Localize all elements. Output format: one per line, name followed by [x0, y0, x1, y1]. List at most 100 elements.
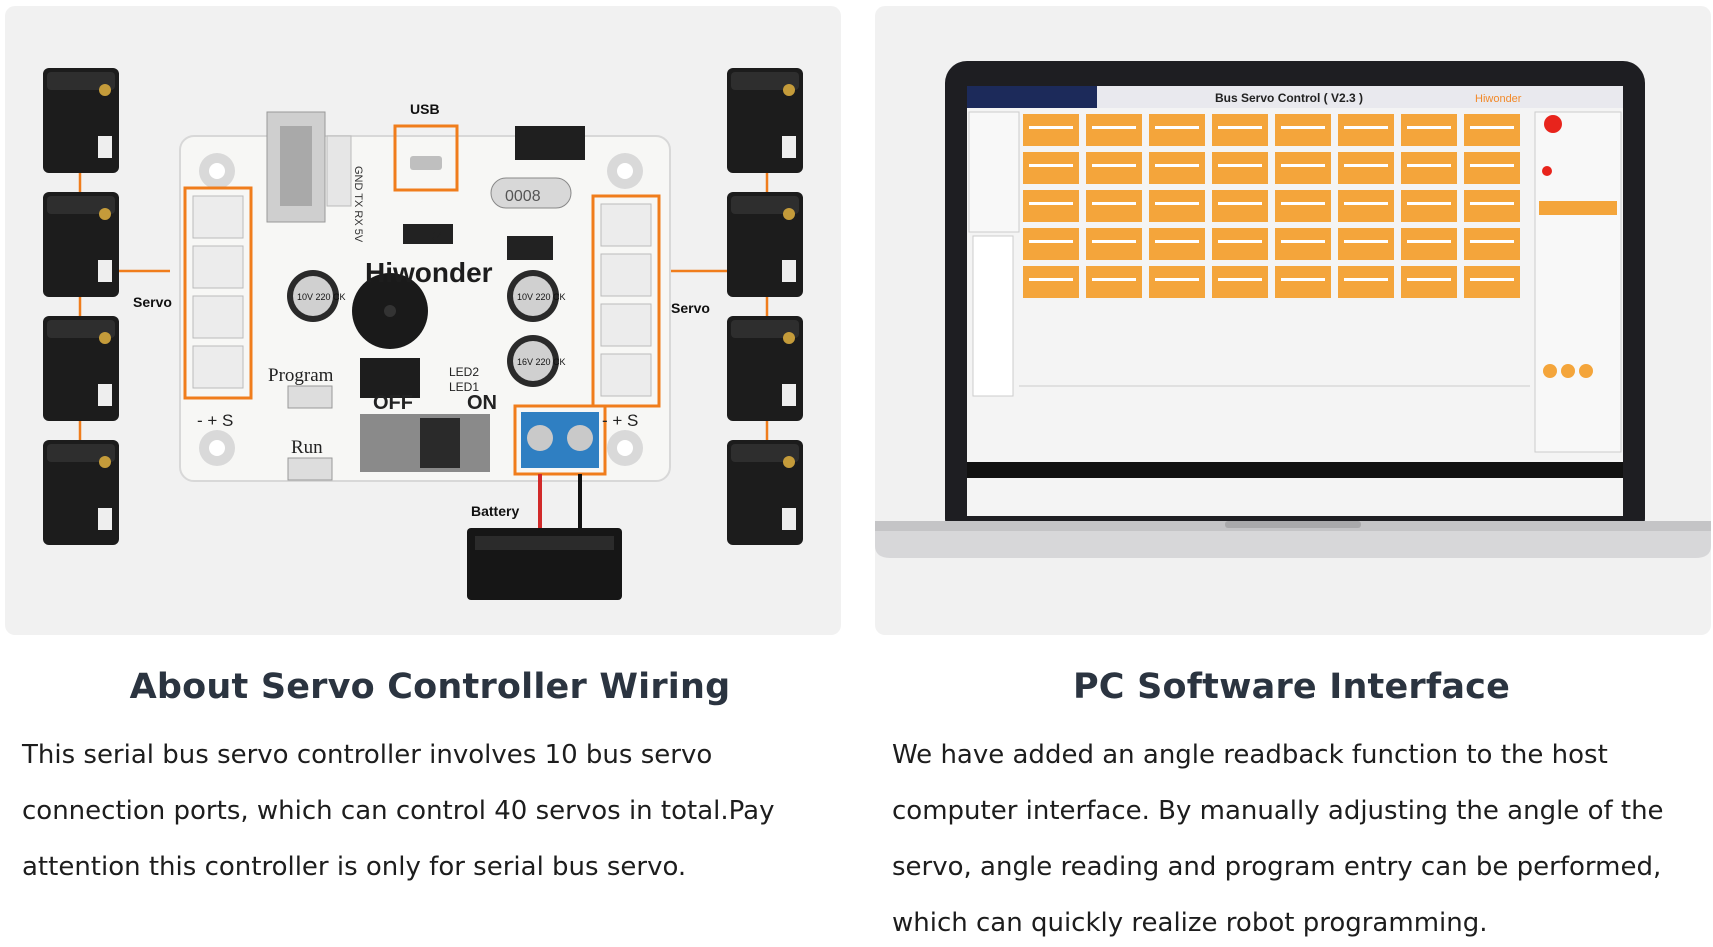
servo-cell [1212, 152, 1268, 184]
servo-cell [1023, 114, 1079, 146]
left-servo-stack [43, 68, 119, 545]
servo-cell [1338, 114, 1394, 146]
window-brand: Hiwonder [1475, 93, 1522, 105]
polarity-right: - + S [602, 411, 638, 430]
servo-cell-slider [1155, 202, 1199, 205]
servo-cell-slider [1407, 126, 1451, 129]
servo-cell [1149, 228, 1205, 260]
servo-cell-slider [1407, 278, 1451, 281]
led2-label: LED2 [449, 365, 479, 379]
servo-cell [1149, 190, 1205, 222]
servo-cell-slider [1344, 202, 1388, 205]
cap-1-label: 10V 220 CK [297, 292, 346, 302]
servo-cell [1023, 152, 1079, 184]
on-label: ON [467, 392, 497, 414]
cap-3-label: 16V 220 CK [517, 357, 566, 367]
servo-cell-slider [1281, 202, 1325, 205]
servo-cell-slider [1029, 240, 1073, 243]
software-description: We have added an angle readback function… [892, 740, 1664, 938]
servo-cell-slider [1092, 278, 1136, 281]
servo-cell [1275, 190, 1331, 222]
crystal-label: 0008 [505, 188, 541, 205]
servo-cell [1338, 152, 1394, 184]
servo-cell-slider [1470, 164, 1514, 167]
servo-cell-slider [1407, 240, 1451, 243]
servo-cell-slider [1029, 278, 1073, 281]
servo-cell-slider [1281, 126, 1325, 129]
servo-cell-slider [1470, 126, 1514, 129]
led1-label: LED1 [449, 380, 479, 394]
servo-cell [1401, 152, 1457, 184]
servo-cell [1338, 190, 1394, 222]
servo-cell-slider [1470, 278, 1514, 281]
servo-cell-slider [1029, 126, 1073, 129]
servo-cell-slider [1470, 240, 1514, 243]
servo-cell [1149, 114, 1205, 146]
servo-cell-slider [1281, 240, 1325, 243]
servo-cell-slider [1218, 126, 1262, 129]
servo-cell [1149, 152, 1205, 184]
pin-label: GND TX RX 5V [352, 166, 364, 243]
servo-cell [1401, 190, 1457, 222]
polarity-left: - + S [197, 411, 233, 430]
servo-cell [1464, 114, 1520, 146]
servo-cell [1149, 266, 1205, 298]
servo-cell [1023, 190, 1079, 222]
servo-cell [1086, 266, 1142, 298]
servo-cell-slider [1092, 202, 1136, 205]
servo-cell-slider [1155, 278, 1199, 281]
servo-cell [1464, 190, 1520, 222]
servo-cell [1464, 152, 1520, 184]
battery-label: Battery [471, 503, 519, 519]
servo-cell-slider [1218, 164, 1262, 167]
servo-cell [1086, 228, 1142, 260]
wiring-section: About Servo Controller Wiring This seria… [0, 655, 860, 895]
servo-cell [1275, 114, 1331, 146]
controller-board: Hiwonder 0008 GND TX RX 5V R4 Program Ru… [179, 111, 671, 482]
servo-cell [1212, 266, 1268, 298]
servo-cell [1023, 266, 1079, 298]
servo-cell [1464, 266, 1520, 298]
servo-cell-slider [1155, 164, 1199, 167]
servo-cell-slider [1344, 126, 1388, 129]
servo-cell [1401, 266, 1457, 298]
servo-wiring-image: Hiwonder 0008 GND TX RX 5V R4 Program Ru… [5, 6, 841, 635]
servo-cell-slider [1092, 164, 1136, 167]
servo-cell [1086, 152, 1142, 184]
servo-cell [1401, 228, 1457, 260]
servo-cell-slider [1218, 278, 1262, 281]
right-servo-stack [727, 68, 803, 545]
software-section: PC Software Interface We have added an a… [870, 655, 1713, 947]
pc-software-image: Bus Servo Control ( V2.3 ) Hiwonder [875, 6, 1711, 635]
servo-cell-slider [1092, 126, 1136, 129]
servo-cell-slider [1470, 202, 1514, 205]
servo-cell-slider [1407, 202, 1451, 205]
run-label: Run [291, 437, 323, 458]
servo-cell-slider [1281, 278, 1325, 281]
servo-cell-slider [1092, 240, 1136, 243]
servo-cell [1464, 228, 1520, 260]
servo-cell [1401, 114, 1457, 146]
cap-2-label: 10V 220 CK [517, 292, 566, 302]
servo-cell [1275, 228, 1331, 260]
servo-cell [1023, 228, 1079, 260]
servo-cell-slider [1029, 202, 1073, 205]
usb-label: USB [410, 101, 440, 117]
servo-cell [1086, 114, 1142, 146]
program-label: Program [268, 365, 334, 386]
window-title: Bus Servo Control ( V2.3 ) [1215, 91, 1363, 105]
servo-cell [1212, 190, 1268, 222]
wiring-title: About Servo Controller Wiring [129, 667, 731, 707]
servo-label-left: Servo [133, 294, 172, 310]
board-brand: Hiwonder [365, 257, 493, 288]
wiring-description: This serial bus servo controller involve… [22, 740, 775, 882]
servo-label-right: Servo [671, 300, 710, 316]
servo-cell-slider [1029, 164, 1073, 167]
servo-cell-slider [1344, 164, 1388, 167]
servo-cell [1212, 228, 1268, 260]
servo-cell-slider [1407, 164, 1451, 167]
servo-cell-slider [1344, 278, 1388, 281]
servo-cell-slider [1155, 240, 1199, 243]
off-label: OFF [373, 392, 413, 414]
servo-cell [1338, 266, 1394, 298]
